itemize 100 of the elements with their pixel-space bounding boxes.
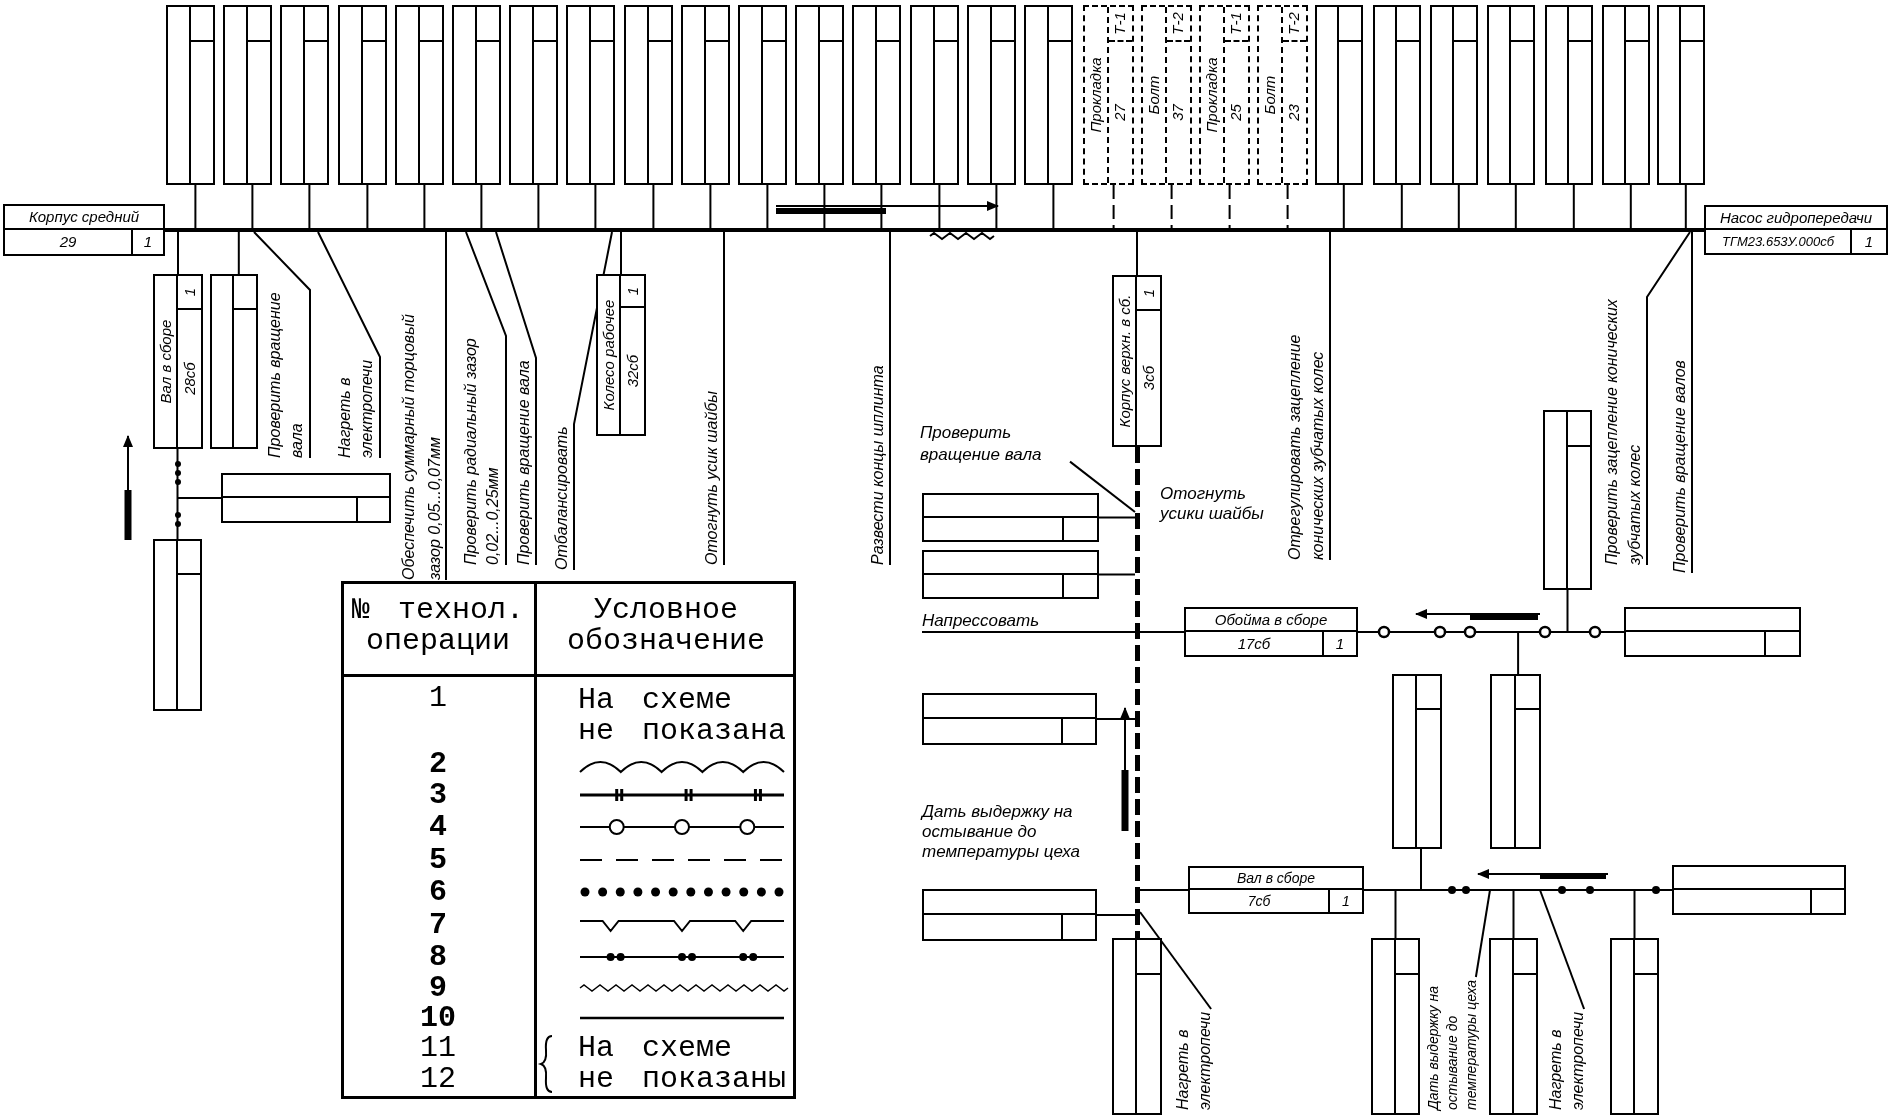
connector-line bbox=[1342, 184, 1345, 229]
part-box bbox=[166, 5, 215, 185]
operation-number: 5 bbox=[428, 845, 448, 876]
connector-line bbox=[652, 184, 655, 229]
part-quantity: Т-2 bbox=[1286, 12, 1303, 35]
connector-line bbox=[1228, 184, 1231, 229]
connector-line bbox=[251, 184, 254, 229]
leader-line bbox=[445, 231, 447, 581]
operation-number: 3 bbox=[428, 780, 448, 811]
connector-line bbox=[1629, 184, 1632, 229]
part-quantity: 1 bbox=[143, 234, 153, 250]
connector-line bbox=[194, 184, 197, 229]
part-box bbox=[566, 5, 615, 185]
connector-line bbox=[1112, 184, 1115, 229]
part-number: 7сб bbox=[1247, 893, 1271, 909]
connector-line bbox=[1633, 889, 1636, 939]
part-box bbox=[910, 5, 959, 185]
connector-line bbox=[1170, 184, 1173, 229]
part-name: Болт bbox=[1261, 75, 1278, 115]
operation-note: Проверить радиальный зазор 0,02...0,25мм bbox=[460, 336, 506, 565]
leader-line bbox=[1539, 889, 1586, 1010]
part-box bbox=[1624, 607, 1801, 657]
part-quantity: Т-2 bbox=[1170, 12, 1187, 35]
part-box bbox=[1188, 866, 1364, 914]
connector-line bbox=[1363, 889, 1673, 891]
connector-line bbox=[1286, 184, 1289, 229]
connector-line bbox=[938, 184, 941, 229]
part-number: ТГМ23.653У.000сб bbox=[1722, 234, 1834, 249]
part-box bbox=[338, 5, 387, 185]
connector-line bbox=[1512, 889, 1515, 939]
part-box bbox=[922, 550, 1099, 599]
connector-line bbox=[237, 231, 240, 275]
connector-line bbox=[1136, 231, 1138, 276]
part-quantity: 1 bbox=[181, 287, 198, 297]
part-box bbox=[922, 493, 1099, 542]
part-box bbox=[1490, 674, 1541, 849]
operation-note: Отогнуть усики шайбы bbox=[1160, 484, 1265, 524]
leader-line bbox=[723, 231, 725, 566]
part-box bbox=[1112, 275, 1162, 447]
part-box bbox=[395, 5, 444, 185]
connector-line bbox=[766, 184, 769, 229]
part-box bbox=[852, 5, 901, 185]
table-header: Условное обозначение bbox=[565, 595, 766, 657]
connector-line bbox=[1098, 573, 1136, 576]
connector-line bbox=[177, 231, 179, 275]
part-box bbox=[738, 5, 787, 185]
table-cell-text: На схеме не показана bbox=[578, 685, 788, 747]
operation-note: Дать выдержку на остывание до температуры цеха bbox=[922, 802, 1081, 862]
leader-line bbox=[495, 231, 537, 566]
part-name: Корпус верхн. в сб. bbox=[1116, 294, 1133, 428]
table-cell-text: 12 bbox=[419, 1064, 457, 1095]
part-box bbox=[624, 5, 673, 185]
part-box bbox=[1024, 5, 1073, 185]
part-box bbox=[1610, 938, 1659, 1115]
table-cell-text: 1 bbox=[428, 683, 448, 714]
part-box bbox=[922, 889, 1097, 941]
part-box bbox=[3, 204, 165, 256]
connector-line bbox=[1517, 631, 1520, 675]
part-box bbox=[596, 274, 646, 436]
part-box bbox=[1489, 938, 1538, 1115]
operation-number: 7 bbox=[428, 910, 448, 941]
connector-line bbox=[1394, 889, 1397, 939]
part-box bbox=[1141, 5, 1192, 185]
part-box bbox=[223, 5, 272, 185]
connector-line bbox=[1052, 184, 1055, 229]
part-box bbox=[1083, 5, 1134, 185]
part-name: Корпус средний bbox=[28, 209, 140, 225]
part-name: Насос гидропередачи bbox=[1719, 209, 1873, 226]
connector-line bbox=[1139, 631, 1185, 633]
part-box bbox=[153, 274, 203, 449]
part-number: 28сб bbox=[181, 362, 198, 395]
connector-line bbox=[823, 184, 826, 229]
part-box bbox=[1392, 674, 1442, 849]
table-cell-text: 11 bbox=[419, 1033, 457, 1064]
part-box bbox=[967, 5, 1016, 185]
part-box bbox=[1602, 5, 1650, 185]
operation-number: 2 bbox=[428, 749, 448, 780]
connector-line bbox=[1572, 184, 1575, 229]
part-box bbox=[1543, 410, 1592, 590]
part-quantity: Т-1 bbox=[1112, 12, 1129, 35]
operation-note: Отбалансировать bbox=[550, 424, 574, 570]
part-number: 32сб bbox=[624, 354, 641, 388]
operation-number: 4 bbox=[428, 812, 448, 843]
part-quantity: Т-1 bbox=[1228, 12, 1245, 35]
leader-line bbox=[889, 231, 891, 566]
leader-line bbox=[1474, 889, 1491, 978]
operation-number: 9 bbox=[428, 973, 448, 1004]
part-box bbox=[795, 5, 844, 185]
operation-number: 10 bbox=[419, 1003, 457, 1034]
connector-line bbox=[1098, 516, 1136, 519]
part-number: 25 bbox=[1228, 104, 1245, 121]
part-name: Колесо рабочее bbox=[600, 299, 617, 411]
part-box bbox=[1430, 5, 1478, 185]
connector-line bbox=[1457, 184, 1460, 229]
connector-line bbox=[1096, 914, 1136, 916]
leader-line bbox=[573, 231, 613, 571]
leader-line bbox=[1139, 911, 1213, 1010]
leader-line bbox=[1646, 231, 1691, 566]
operation-note: Проверить вращение валов bbox=[1668, 358, 1692, 573]
part-box bbox=[1199, 5, 1250, 185]
